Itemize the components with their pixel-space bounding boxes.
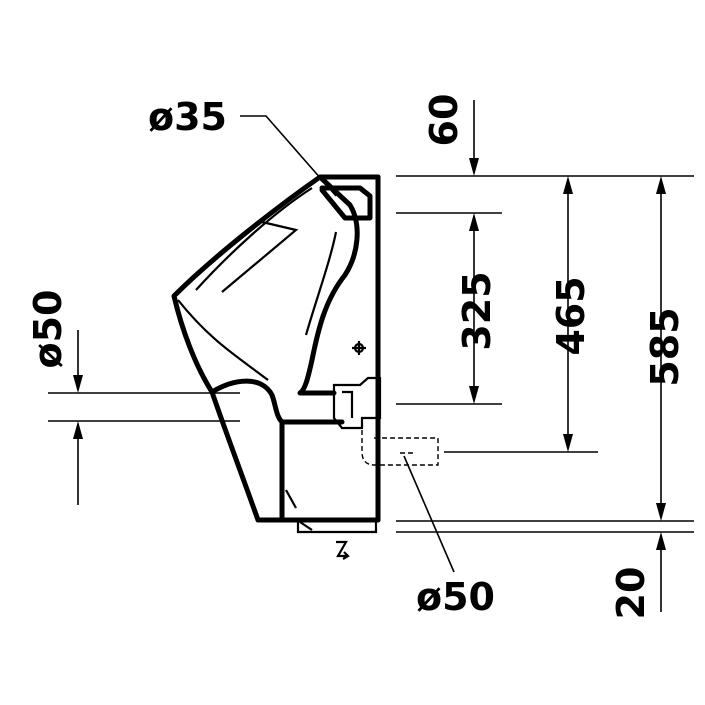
fixing-point-marker — [352, 341, 366, 355]
label-offset-bottom: 20 — [609, 567, 653, 620]
urinal-glaze-line-3 — [304, 231, 338, 336]
trap-fitting-inner — [342, 390, 354, 418]
dimension-lines — [73, 100, 666, 612]
urinal-outer-profile — [171, 174, 381, 523]
urinal-outline — [171, 174, 439, 560]
urinal-top-inlet — [319, 185, 373, 221]
urinal-base-foot — [285, 489, 297, 509]
urinal-bowl-inner — [297, 174, 360, 396]
outlet-pipe-dashed — [361, 430, 439, 466]
label-pipe-diameter-top: ø35 — [148, 95, 227, 139]
reference-lines — [48, 175, 694, 533]
urinal-skirt-detail — [299, 521, 313, 531]
urinal-glaze-line-1 — [195, 187, 313, 291]
label-height-total: 585 — [643, 307, 687, 386]
trap-fitting — [332, 376, 382, 430]
label-height-outlet: 465 — [549, 276, 593, 355]
label-height-inlet: 325 — [455, 271, 499, 350]
label-pipe-diameter-left: ø50 — [26, 290, 70, 369]
label-offset-top: 60 — [422, 94, 466, 147]
electrical-symbol — [336, 540, 350, 560]
urinal-glaze-line-4 — [177, 299, 269, 381]
urinal-glaze-line-2 — [221, 220, 299, 293]
urinal-skirt — [296, 520, 378, 534]
label-pipe-diameter-bottom: ø50 — [416, 575, 495, 619]
urinal-lower-cavity — [209, 378, 345, 425]
dimension-labels: ø35 60 325 465 585 ø50 ø50 20 — [26, 94, 687, 620]
